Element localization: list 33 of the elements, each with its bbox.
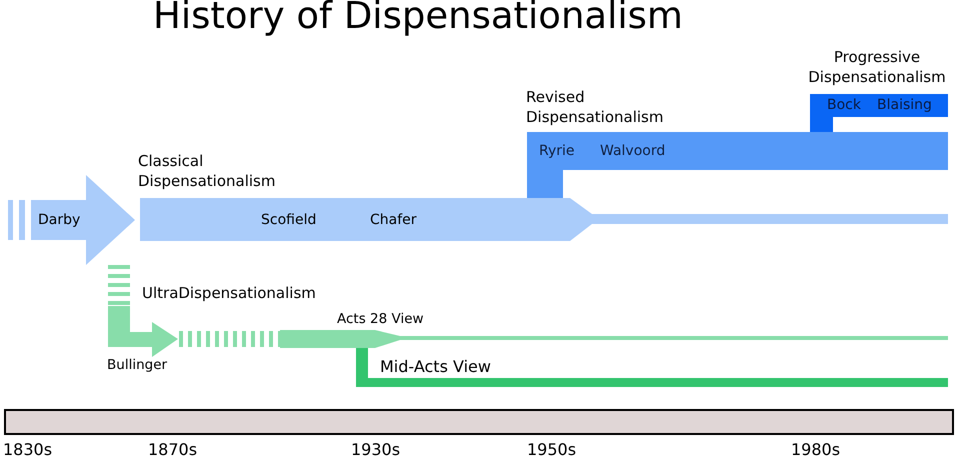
movement-heading: Progressive Dispensationalism — [807, 48, 947, 87]
timeline-band — [810, 94, 948, 117]
branch-connector — [527, 170, 563, 198]
decade-label: 1930s — [351, 440, 400, 459]
movement-heading: Bullinger — [107, 357, 168, 375]
timeline-bar — [4, 409, 954, 435]
title: History of Dispensationalism — [153, 0, 683, 37]
branch-connector — [356, 348, 368, 378]
band-label: Darby — [38, 213, 80, 227]
band-label: Walvoord — [600, 144, 666, 158]
movement-heading: Revised Dispensationalism — [526, 88, 664, 127]
dashed-connector — [108, 265, 130, 306]
decade-label: 1980s — [791, 440, 840, 459]
timeline-band — [280, 330, 948, 348]
timeline-band — [356, 378, 948, 387]
band-label: Bock — [827, 98, 861, 112]
timeline-band — [527, 132, 948, 170]
timeline-band — [140, 198, 948, 241]
band-label: Scofield — [261, 213, 316, 227]
movement-heading: Classical Dispensationalism — [138, 152, 276, 191]
decade-label: 1870s — [148, 440, 198, 459]
movement-heading: Mid-Acts View — [380, 357, 492, 378]
band-label: Ryrie — [539, 144, 575, 158]
arrow-band — [6, 175, 136, 265]
movement-heading: UltraDispensationalism — [142, 284, 317, 304]
arrow-band — [108, 306, 179, 358]
decade-label: 1950s — [527, 440, 576, 459]
branch-connector — [810, 117, 833, 132]
movement-heading: Acts 28 View — [337, 311, 425, 329]
band-label: Blaising — [877, 98, 932, 112]
band-label: Chafer — [370, 213, 417, 227]
decade-label: 1830s — [3, 440, 52, 459]
dashed-connector — [179, 331, 280, 347]
